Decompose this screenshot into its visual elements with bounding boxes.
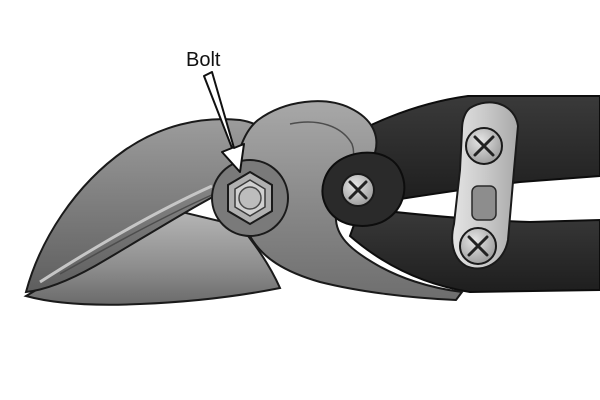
blade-edge-highlight	[39, 184, 213, 284]
pivot-bolt	[211, 159, 289, 237]
latch-upper-screw-cross-icon	[473, 135, 495, 157]
bolt-callout-arrow	[203, 71, 245, 173]
latch-slot	[471, 185, 497, 221]
latch-lower-screw-cross-icon	[467, 235, 489, 257]
linkage-screw-cross-icon	[348, 180, 368, 200]
blade-edge-shadow	[59, 193, 215, 275]
bolt-callout-label: Bolt	[186, 49, 221, 71]
